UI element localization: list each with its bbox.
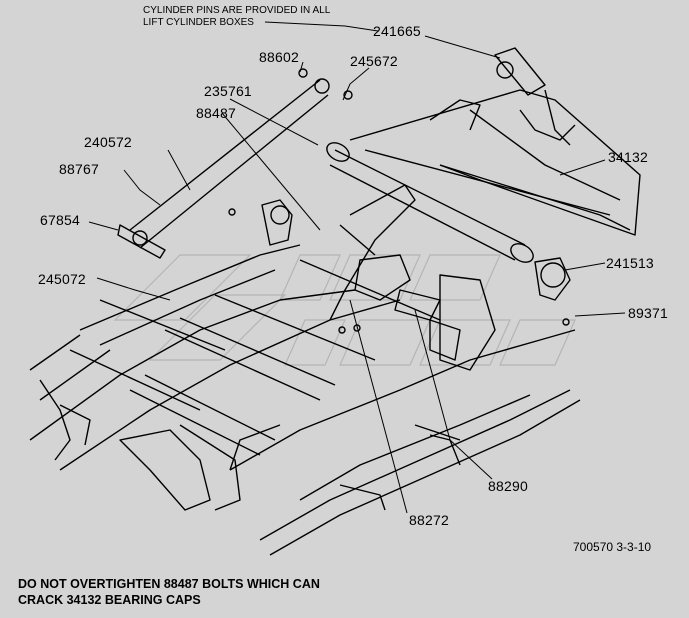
leader-lines <box>88 21 626 514</box>
callout-89371: 89371 <box>628 305 668 321</box>
warning-line-2: CRACK 34132 BEARING CAPS <box>18 593 201 607</box>
callout-88487: 88487 <box>196 105 236 121</box>
callout-88602: 88602 <box>259 49 299 65</box>
warning-line-1: DO NOT OVERTIGHTEN 88487 BOLTS WHICH CAN <box>18 577 320 591</box>
callout-88290: 88290 <box>488 478 528 494</box>
callout-245072: 245072 <box>38 271 86 287</box>
frame-assembly <box>29 47 641 556</box>
drawing-code: 700570 3-3-10 <box>573 540 651 554</box>
header-note-line-1: CYLINDER PINS ARE PROVIDED IN ALL <box>143 5 331 16</box>
header-note-line-2: LIFT CYLINDER BOXES <box>143 17 254 28</box>
callout-88272: 88272 <box>409 512 449 528</box>
callout-88767: 88767 <box>59 161 99 177</box>
overtighten-warning: DO NOT OVERTIGHTEN 88487 BOLTS WHICH CAN… <box>18 576 320 608</box>
callout-241665: 241665 <box>373 23 421 39</box>
callout-67854: 67854 <box>40 212 80 228</box>
callout-labels: CYLINDER PINS ARE PROVIDED IN ALL LIFT C… <box>38 5 668 554</box>
callout-235761: 235761 <box>204 83 252 99</box>
callout-240572: 240572 <box>84 134 132 150</box>
callout-241513: 241513 <box>606 255 654 271</box>
callout-34132: 34132 <box>608 149 648 165</box>
callout-245672: 245672 <box>350 53 398 69</box>
